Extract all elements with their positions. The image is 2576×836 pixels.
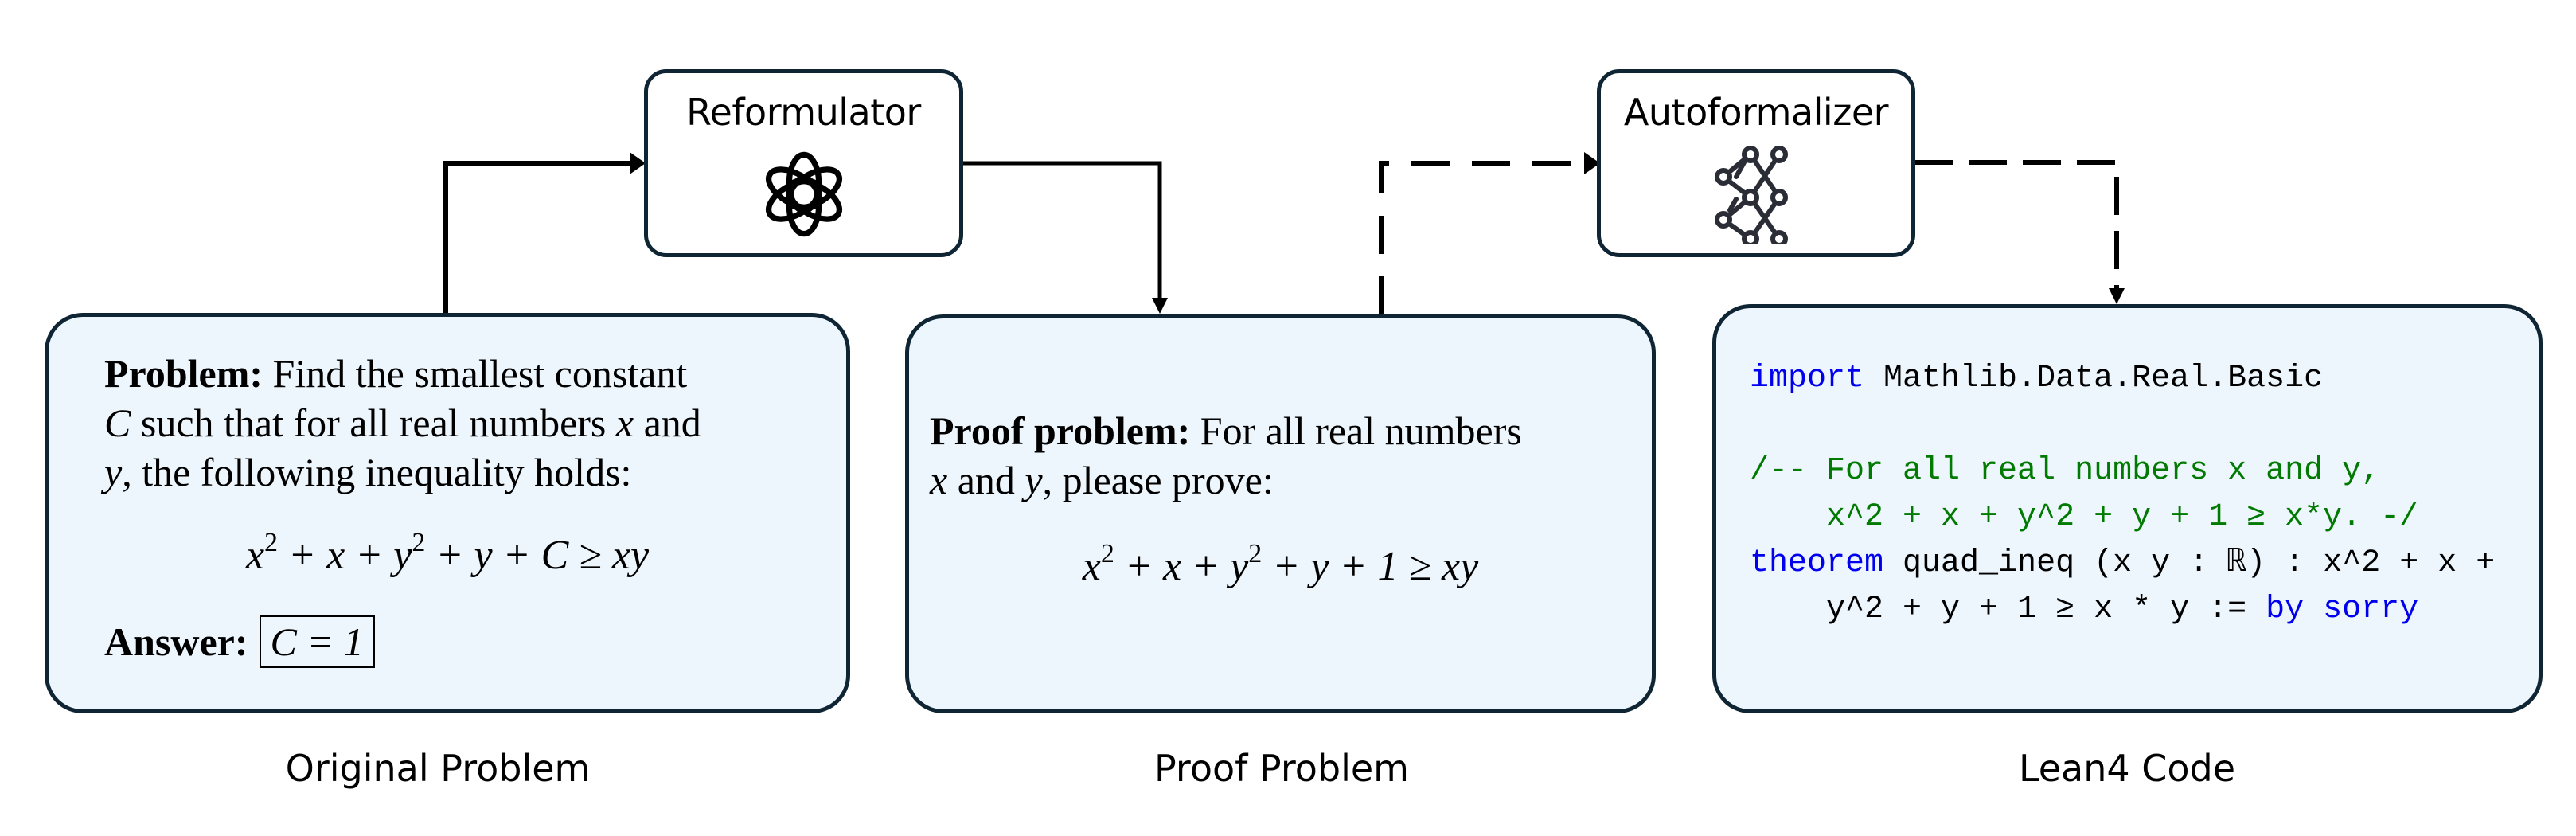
problem-label: Problem:: [104, 351, 263, 396]
formula-exponent: 2: [412, 528, 426, 557]
formula-term: + y + 1 ≥ xy: [1262, 544, 1479, 589]
theorem-body: y^2 + y + 1 ≥ x * y :=: [1750, 592, 2266, 627]
problem-line2-end: and: [634, 400, 701, 445]
original-problem-statement: Problem: Find the smallest constant C su…: [104, 349, 805, 497]
keyword-by-sorry: by sorry: [2266, 592, 2419, 627]
arrow-proof-to-autoformalizer: [1379, 161, 1588, 314]
import-path: Mathlib.Data.Real.Basic: [1864, 361, 2324, 397]
formula-term: + x +: [278, 533, 394, 578]
formula-term: + y + C ≥ xy: [425, 533, 650, 578]
keyword-import: import: [1750, 361, 1865, 397]
theorem-signature: quad_ineq (x y : ℝ) : x^2 + x +: [1883, 545, 2496, 581]
autoformalizer-label: Autoformalizer: [1623, 91, 1889, 134]
formula-term: y: [1230, 544, 1249, 589]
arrow-reformulator-to-proof: [963, 161, 1162, 301]
proof-line2-mid: and: [947, 458, 1025, 502]
original-problem-panel: Problem: Find the smallest constant C su…: [45, 313, 850, 713]
caption-original-problem: Original Problem: [285, 747, 591, 790]
neural-network-icon: [1715, 146, 1788, 244]
formula-term: x: [245, 533, 265, 578]
proof-inequality: x2 + x + y2 + y + 1 ≥ xy: [909, 541, 1652, 590]
proof-problem-label: Proof problem:: [930, 408, 1191, 453]
caption-proof-problem: Proof Problem: [1153, 747, 1409, 790]
var-c: C: [104, 400, 131, 445]
problem-line3: , the following inequality holds:: [122, 450, 632, 494]
formula-exponent: 2: [1100, 539, 1114, 568]
answer-label: Answer:: [104, 619, 248, 664]
arrowhead-proof: [1152, 298, 1168, 314]
keyword-theorem: theorem: [1750, 545, 1884, 581]
openai-logo-icon: [765, 151, 842, 237]
formula-exponent: 2: [264, 528, 279, 557]
var-x: x: [615, 400, 634, 445]
caption-lean4-code: Lean4 Code: [2018, 747, 2236, 790]
var-x: x: [930, 458, 948, 502]
autoformalizer-box: Autoformalizer: [1597, 69, 1915, 257]
var-y: y: [1025, 458, 1043, 502]
formula-term: + x +: [1114, 544, 1231, 589]
lean4-code-block: import Mathlib.Data.Real.Basic /-- For a…: [1750, 356, 2495, 633]
arrowhead-reformulator: [630, 152, 646, 174]
formula-term: x: [1082, 544, 1101, 589]
formula-exponent: 2: [1248, 539, 1263, 568]
arrowhead-lean: [2109, 288, 2125, 304]
doc-comment-line2: x^2 + x + y^2 + y + 1 ≥ x*y. -/: [1750, 499, 2419, 535]
reformulator-box: Reformulator: [644, 69, 963, 257]
answer-value: C = 1: [259, 615, 375, 668]
lean4-code-panel: import Mathlib.Data.Real.Basic /-- For a…: [1712, 304, 2543, 713]
original-inequality: x2 + x + y2 + y + C ≥ xy: [49, 529, 846, 579]
problem-line1: Find the smallest constant: [272, 351, 688, 396]
proof-line2-end: , please prove:: [1042, 458, 1274, 502]
reformulator-label: Reformulator: [686, 91, 921, 134]
arrowhead-autoformalizer: [1584, 152, 1600, 174]
proof-problem-panel: Proof problem: For all real numbers x an…: [905, 314, 1656, 713]
var-y: y: [104, 450, 123, 494]
answer-row: Answer:C = 1: [104, 615, 375, 668]
problem-line2: such that for all real numbers: [131, 400, 616, 445]
doc-comment-line1: /-- For all real numbers x and y,: [1750, 453, 2381, 489]
proof-line1: For all real numbers: [1200, 408, 1522, 453]
formula-term: y: [393, 533, 412, 578]
arrow-autoformalizer-to-lean: [1914, 160, 2119, 291]
proof-problem-statement: Proof problem: For all real numbers x an…: [930, 406, 1630, 505]
arrow-original-to-reformulator: [443, 161, 641, 313]
